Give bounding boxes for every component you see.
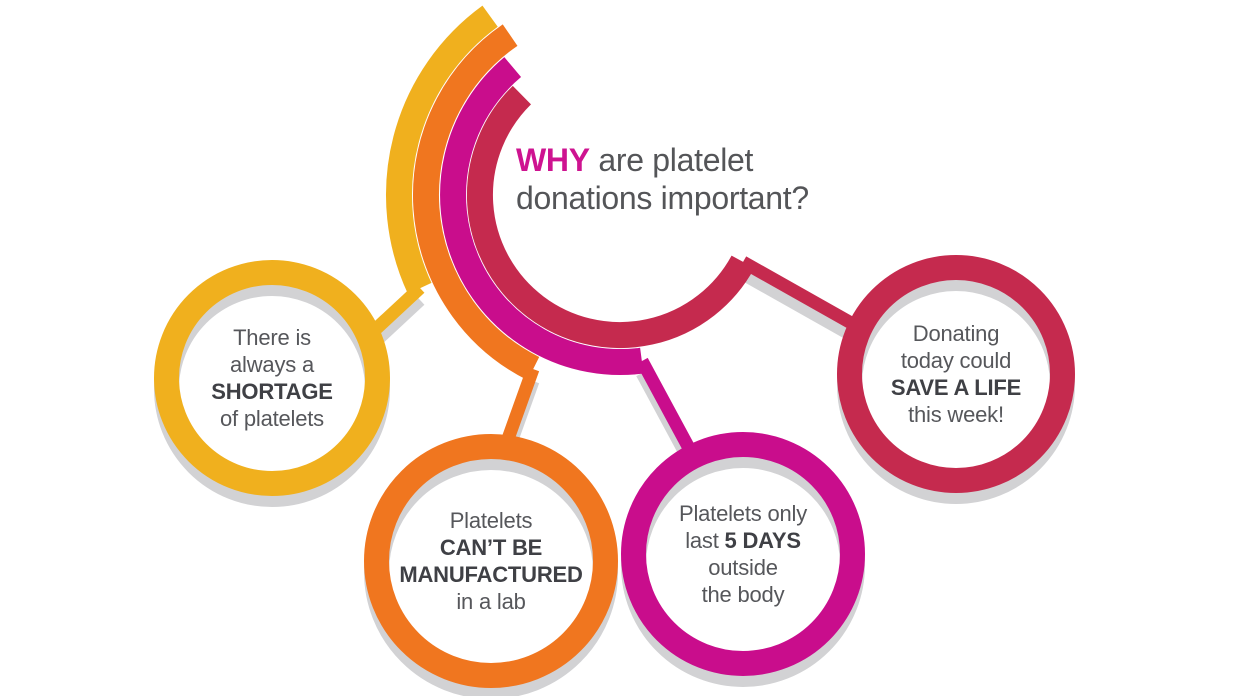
- label-text: Donating: [912, 321, 1000, 346]
- bubble-shortage-fill: [179, 285, 365, 471]
- label-text: last: [685, 528, 725, 553]
- bubble-manufactured-line: Platelets: [450, 507, 533, 534]
- label-text: outside: [708, 555, 778, 580]
- label-emphasis: MANUFACTURED: [399, 562, 583, 587]
- bubble-manufactured-line: CAN’T BE: [440, 534, 542, 561]
- label-text: There is: [233, 325, 311, 350]
- label-text: Platelets only: [678, 501, 808, 526]
- bubble-save-a-life-line: this week!: [908, 401, 1004, 428]
- bubble-save-a-life-line: SAVE A LIFE: [891, 374, 1021, 401]
- label-emphasis: CAN’T BE: [439, 535, 543, 560]
- label-text: in a lab: [456, 589, 526, 614]
- label-text: Platelets: [449, 508, 533, 533]
- bubble-five-days-line: outside: [708, 554, 778, 581]
- bubble-five-days-fill: [646, 457, 840, 651]
- label-text: today could: [900, 348, 1012, 373]
- label-text: of platelets: [219, 406, 324, 431]
- bubble-manufactured-ring: [364, 434, 618, 688]
- page-title: WHY are platelet donations important?: [516, 141, 809, 217]
- title-highlight: WHY: [516, 142, 590, 178]
- label-emphasis: 5 DAYS: [724, 528, 801, 553]
- bubble-save-a-life-line: Donating: [912, 320, 1000, 347]
- yellow-arc: [385, 5, 498, 294]
- red-connector: [739, 256, 864, 334]
- bubble-five-days-line: Platelets only: [679, 500, 807, 527]
- bubble-manufactured-line: MANUFACTURED: [399, 561, 583, 588]
- bubble-shortage-line: always a: [230, 351, 314, 378]
- label-text: this week!: [908, 402, 1004, 427]
- bubble-shortage-line: There is: [233, 324, 311, 351]
- title-line-1: WHY are platelet: [516, 141, 809, 179]
- label-text: the body: [701, 582, 785, 607]
- bubble-five-days-line: the body: [702, 581, 785, 608]
- title-rest: are platelet: [589, 142, 754, 178]
- label-text: always a: [230, 352, 314, 377]
- bubble-shortage-line: SHORTAGE: [211, 378, 333, 405]
- magenta-connector: [636, 357, 696, 454]
- red-arc: [466, 85, 755, 349]
- title-line-2: donations important?: [516, 180, 809, 216]
- bubble-save-a-life-line: today could: [900, 347, 1012, 374]
- bubble-manufactured-fill: [389, 459, 593, 663]
- orange-arc: [413, 24, 540, 381]
- red-connector-shadow: [739, 268, 864, 346]
- label-emphasis: SHORTAGE: [211, 379, 333, 404]
- bubble-save-a-life-fill: [862, 280, 1050, 468]
- bubble-save-a-life-ring: [837, 255, 1075, 493]
- bubble-five-days-ring: [621, 432, 865, 676]
- label-emphasis: SAVE A LIFE: [890, 375, 1022, 400]
- bubble-manufactured-line: in a lab: [456, 588, 526, 615]
- magenta-arc: [440, 57, 644, 376]
- bubble-shortage-ring: [154, 260, 390, 496]
- bubble-shortage-line: of platelets: [220, 405, 324, 432]
- bubble-five-days-line: last 5 DAYS: [685, 527, 801, 554]
